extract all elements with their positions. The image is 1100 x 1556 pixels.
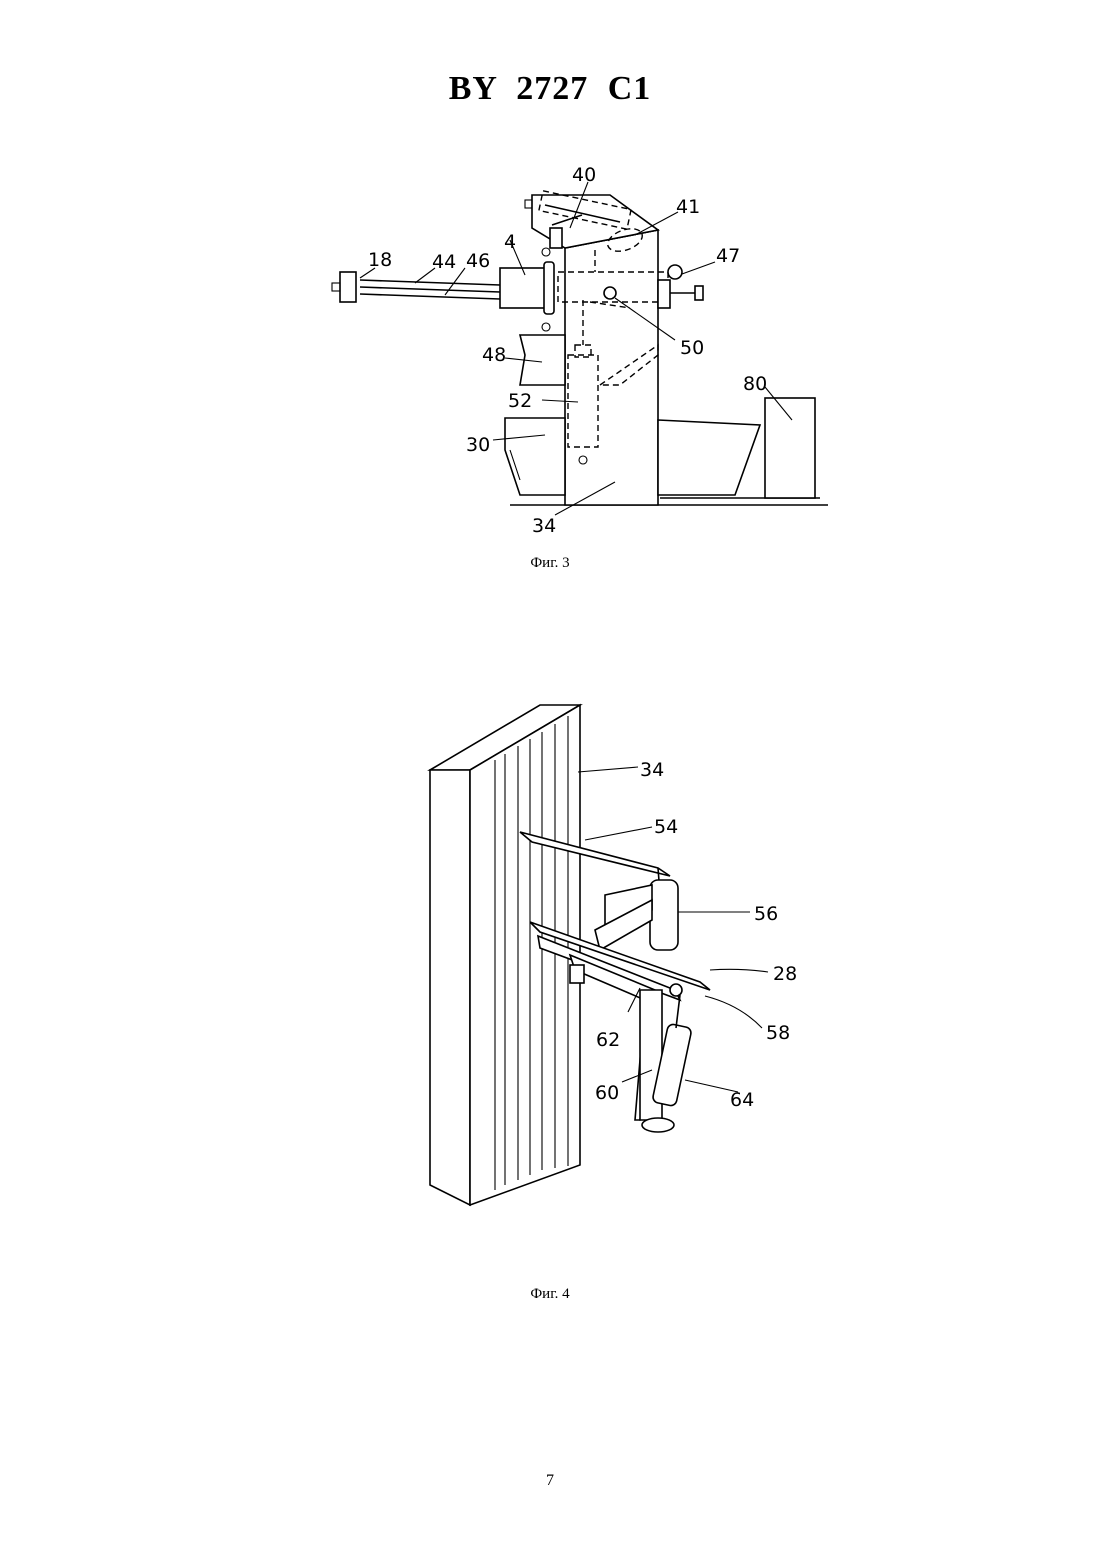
label-58: 58	[766, 1022, 790, 1044]
label-60: 60	[595, 1082, 619, 1104]
label-34: 34	[640, 759, 664, 781]
label-48: 48	[482, 344, 506, 366]
label-46: 46	[466, 250, 490, 272]
label-18: 18	[368, 249, 392, 271]
label-50: 50	[680, 337, 704, 359]
label-56: 56	[754, 903, 778, 925]
figure-4-drawing: 34 54 56 28 58 62 60 64	[400, 690, 820, 1230]
label-40: 40	[572, 164, 596, 186]
label-30: 30	[466, 434, 490, 456]
label-54: 54	[654, 816, 678, 838]
figure-4-caption: Фиг. 4	[0, 1286, 1100, 1303]
patent-number-header: BY 2727 C1	[0, 70, 1100, 108]
label-41: 41	[676, 196, 700, 218]
label-47: 47	[716, 245, 740, 267]
label-52: 52	[508, 390, 532, 412]
label-80: 80	[743, 373, 767, 395]
label-62: 62	[596, 1029, 620, 1051]
label-34: 34	[532, 515, 556, 537]
figure-3-caption: Фиг. 3	[0, 555, 1100, 572]
figure-3-drawing: 18 44 46 4 40 41 47 50 48 52 30 34 80	[320, 150, 840, 540]
label-28: 28	[773, 963, 797, 985]
page-number: 7	[0, 1472, 1100, 1490]
label-4: 4	[504, 231, 516, 253]
label-44: 44	[432, 251, 456, 273]
label-64: 64	[730, 1089, 754, 1111]
